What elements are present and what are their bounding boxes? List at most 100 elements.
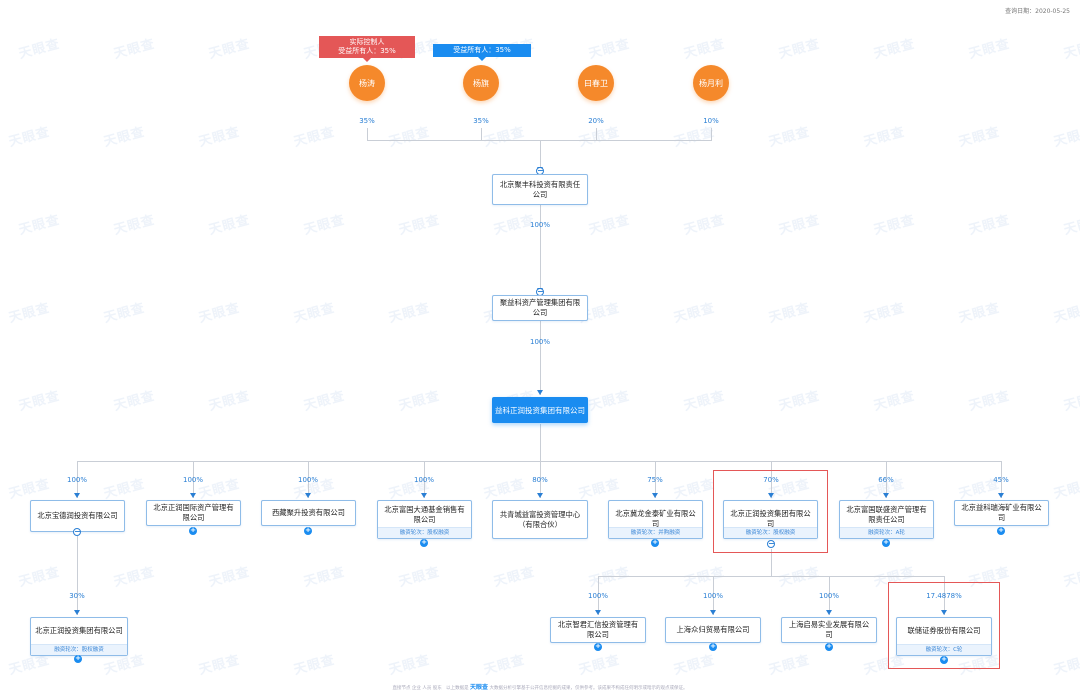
watermark-text: 天眼查 [967, 212, 1012, 239]
share-percent: 30% [69, 592, 85, 600]
expand-icon[interactable]: + [997, 526, 1005, 535]
watermark-text: 天眼查 [957, 124, 1002, 151]
share-percent: 80% [532, 476, 548, 484]
connector-line [193, 461, 194, 498]
company-node-grandchild[interactable]: 上海启易实业发展有限公司 [781, 617, 877, 643]
expand-icon[interactable]: + [882, 538, 890, 547]
watermark-text: 天眼查 [7, 300, 52, 327]
company-node-child[interactable]: 北京正润投资集团有限公司 融资轮次：股权融资 [30, 617, 128, 656]
watermark-text: 天眼查 [1052, 652, 1080, 679]
watermark-text: 天眼查 [207, 212, 252, 239]
expand-icon[interactable]: + [189, 526, 197, 535]
company-node-parent[interactable]: 北京聚丰科投资有限责任公司 [492, 174, 588, 205]
share-percent: 100% [818, 592, 839, 600]
beneficiary-tag-share: 受益所有人：35% [453, 46, 511, 54]
shareholder-person[interactable]: 杨旗 [463, 65, 499, 101]
share-percent: 100% [702, 592, 723, 600]
company-node-grandchild[interactable]: 北京智君汇信投资管理有限公司 [550, 617, 646, 643]
connector-line [424, 461, 425, 498]
company-node-grandchild[interactable]: 联储证券股份有限公司 融资轮次：C轮 [896, 617, 992, 656]
watermark-text: 天眼查 [872, 36, 917, 63]
watermark-text: 天眼查 [587, 36, 632, 63]
watermark-text: 天眼查 [207, 388, 252, 415]
watermark-text: 天眼查 [767, 652, 812, 679]
watermark-text: 天眼查 [17, 36, 62, 63]
company-node-subsidiary[interactable]: 西藏聚升投资有限公司 [261, 500, 356, 526]
company-node-subsidiary[interactable]: 共青城益富投资管理中心（有限合伙） [492, 500, 588, 539]
watermark-text: 天眼查 [777, 212, 822, 239]
connector-line [540, 140, 541, 172]
shareholder-person[interactable]: 杨月利 [693, 65, 729, 101]
share-percent: 35% [359, 117, 375, 125]
watermark-text: 天眼查 [1052, 124, 1080, 151]
collapse-icon[interactable]: − [73, 527, 81, 536]
watermark-text: 天眼查 [302, 388, 347, 415]
watermark-text: 天眼查 [872, 388, 917, 415]
connector-line [308, 461, 309, 498]
share-percent: 100% [529, 338, 550, 346]
watermark-text: 天眼查 [387, 300, 432, 327]
connector-line [1001, 461, 1002, 498]
connector-line [713, 576, 714, 615]
company-node-subsidiary[interactable]: 北京正润国际资产管理有限公司 [146, 500, 241, 526]
company-node-grandchild[interactable]: 上海众归贸易有限公司 [665, 617, 761, 643]
company-node-subsidiary[interactable]: 北京冀龙金泰矿业有限公司 融资轮次：并购融资 [608, 500, 703, 539]
watermark-text: 天眼查 [872, 212, 917, 239]
connector-line [77, 461, 1001, 462]
expand-icon[interactable]: + [594, 642, 602, 651]
highlight-frame [888, 582, 1000, 669]
arrow-icon [74, 610, 80, 615]
watermark-text: 天眼查 [967, 388, 1012, 415]
connector-line [367, 128, 368, 140]
share-percent: 20% [588, 117, 604, 125]
expand-icon[interactable]: + [74, 654, 82, 663]
arrow-icon [537, 390, 543, 395]
company-node-subsidiary[interactable]: 北京宝德润投资有限公司 [30, 500, 125, 532]
share-percent: 100% [413, 476, 434, 484]
company-name: 北京富国大通基金销售有限公司 [384, 505, 465, 524]
watermark-text: 天眼查 [207, 564, 252, 591]
watermark-text: 天眼查 [482, 124, 527, 151]
share-percent: 45% [993, 476, 1009, 484]
watermark-text: 天眼查 [577, 476, 622, 503]
company-node-subsidiary[interactable]: 北京富国大通基金销售有限公司 融资轮次：股权融资 [377, 500, 472, 539]
watermark-text: 天眼查 [577, 652, 622, 679]
expand-icon[interactable]: + [651, 538, 659, 547]
shareholder-person[interactable]: 杨涛 [349, 65, 385, 101]
expand-icon[interactable]: + [940, 655, 948, 664]
company-node-subsidiary[interactable]: 北京富国联盛资产管理有限责任公司 融资轮次：A轮 [839, 500, 934, 539]
financing-round-label: 融资轮次：股权融资 [378, 527, 471, 538]
connector-line [596, 128, 597, 140]
arrow-icon [421, 493, 427, 498]
connector-line [481, 128, 482, 140]
company-node-subsidiary[interactable]: 北京正润投资集团有限公司 融资轮次：股权融资 [723, 500, 818, 539]
connector-line [77, 536, 78, 615]
expand-icon[interactable]: + [420, 538, 428, 547]
shareholder-person[interactable]: 曰春卫 [578, 65, 614, 101]
company-node-subsidiary[interactable]: 北京益科瑞海矿业有限公司 [954, 500, 1049, 526]
company-name: 上海众归贸易有限公司 [676, 625, 750, 634]
arrow-icon [768, 493, 774, 498]
expand-icon[interactable]: + [825, 642, 833, 651]
connector-line [77, 461, 78, 498]
query-date: 查询日期：2020-05-25 [1005, 8, 1070, 15]
watermark-text: 天眼查 [587, 212, 632, 239]
watermark-text: 天眼查 [1062, 212, 1080, 239]
share-percent: 100% [587, 592, 608, 600]
watermark-text: 天眼查 [102, 300, 147, 327]
share-percent: 70% [763, 476, 779, 484]
company-node-parent[interactable]: 聚益科资产管理集团有限公司 [492, 295, 588, 321]
main-company-node[interactable]: 益科正润投资集团有限公司 [492, 397, 588, 423]
watermark-text: 天眼查 [292, 652, 337, 679]
company-name: 聚益科资产管理集团有限公司 [499, 298, 581, 317]
expand-icon[interactable]: + [709, 642, 717, 651]
watermark-text: 天眼查 [682, 36, 727, 63]
connector-line [771, 461, 772, 498]
company-name: 北京智君汇信投资管理有限公司 [557, 620, 639, 639]
footer-note: 以上数据是 [446, 686, 469, 691]
share-percent: 100% [297, 476, 318, 484]
collapse-icon[interactable]: − [767, 539, 775, 548]
connector-line [540, 205, 541, 293]
expand-icon[interactable]: + [304, 526, 312, 535]
arrow-icon [537, 493, 543, 498]
